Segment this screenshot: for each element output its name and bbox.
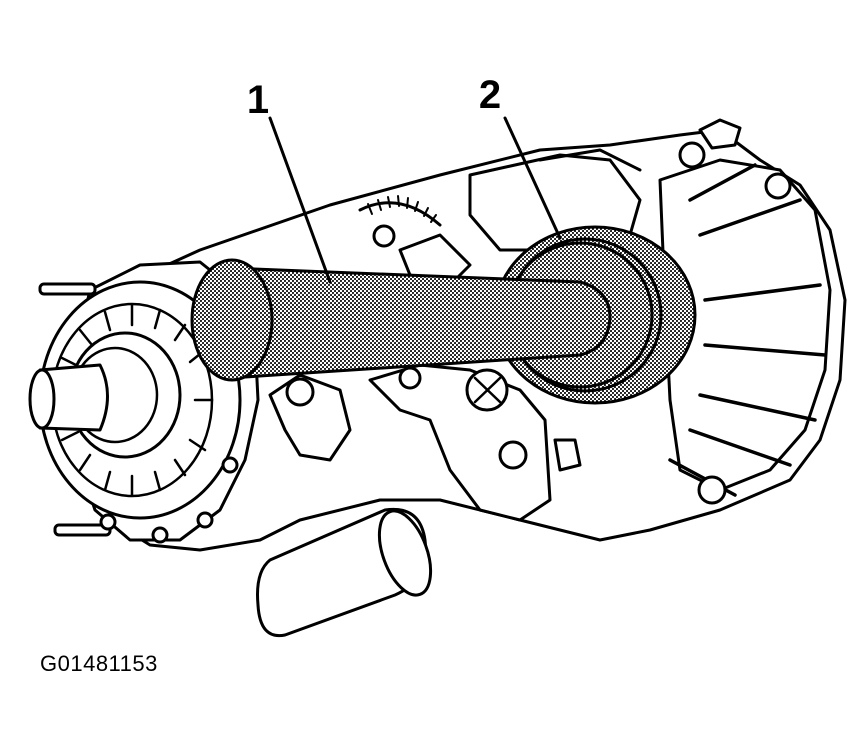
- leader-line-2: [503, 116, 562, 240]
- rear-bolt-boss: [697, 475, 727, 505]
- installer-cap: [190, 258, 274, 382]
- rear-bolt-boss: [678, 141, 706, 169]
- leader-line-1: [268, 116, 332, 284]
- figure-code: G01481153: [40, 651, 158, 676]
- housing-ribs: [668, 163, 827, 497]
- front-spokes: [53, 303, 214, 497]
- installer-handle: [228, 266, 612, 380]
- mounting-bracket: [368, 363, 552, 522]
- rear-housing: [658, 158, 832, 492]
- bracket-nut: [398, 366, 422, 390]
- rear-tab: [698, 118, 742, 150]
- gear-teeth: [367, 195, 437, 223]
- rear-bolt-boss: [764, 172, 792, 200]
- front-studs: [38, 282, 239, 544]
- shift-bolt: [372, 224, 396, 248]
- callout-2: 2: [479, 73, 501, 117]
- bracket-bolt: [498, 440, 528, 470]
- callout-1: 1: [247, 78, 269, 122]
- side-bolt: [553, 438, 582, 472]
- shift-bracket: [398, 233, 472, 287]
